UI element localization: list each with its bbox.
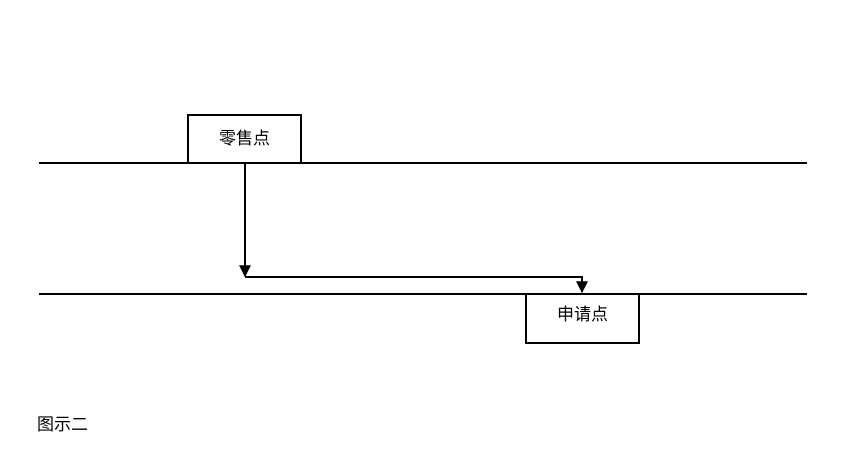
figure-caption: 图示二: [37, 415, 88, 435]
connector-arrow: [245, 276, 588, 294]
retail-point-box: [187, 114, 302, 164]
application-point-label: 申请点: [557, 305, 608, 325]
application-point-node: 申请点: [525, 293, 640, 344]
retail-point-label: 零售点: [219, 129, 270, 149]
application-point-box: [525, 293, 640, 344]
retail-point-node: 零售点: [187, 114, 302, 164]
